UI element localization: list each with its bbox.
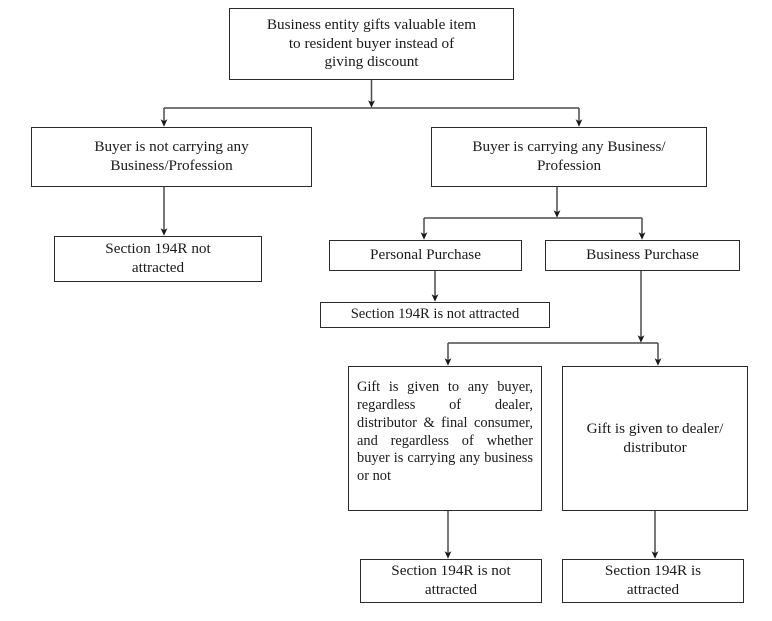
node-section-not-attracted-left-label: Section 194R not attracted (105, 240, 211, 276)
node-section-not-attracted-bottom[interactable]: Section 194R is not attracted (360, 559, 542, 603)
node-section-attracted-bottom[interactable]: Section 194R is attracted (562, 559, 744, 603)
node-section-attracted-bottom-label: Section 194R is attracted (604, 562, 702, 598)
node-gift-to-any-buyer[interactable]: Gift is given to any buyer, regardless o… (348, 366, 542, 511)
node-personal-result-not-attracted[interactable]: Section 194R is not attracted (320, 302, 550, 328)
node-personal-purchase[interactable]: Personal Purchase (329, 240, 522, 271)
node-personal-purchase-label: Personal Purchase (370, 246, 481, 264)
node-business-purchase-label: Business Purchase (586, 246, 699, 264)
node-buyer-has-business-label: Buyer is carrying any Business/ Professi… (472, 138, 666, 174)
node-gift-to-dealer[interactable]: Gift is given to dealer/ distributor (562, 366, 748, 511)
node-gift-to-any-buyer-label: Gift is given to any buyer, regardless o… (357, 379, 533, 485)
node-business-purchase[interactable]: Business Purchase (545, 240, 740, 271)
node-buyer-no-business-label: Buyer is not carrying any Business/Profe… (94, 138, 249, 174)
node-buyer-no-business[interactable]: Buyer is not carrying any Business/Profe… (31, 127, 312, 187)
node-root-label: Business entity gifts valuable item to r… (266, 16, 477, 71)
node-section-not-attracted-left[interactable]: Section 194R not attracted (54, 236, 262, 282)
node-buyer-has-business[interactable]: Buyer is carrying any Business/ Professi… (431, 127, 707, 187)
node-personal-result-not-attracted-label: Section 194R is not attracted (350, 306, 520, 323)
node-gift-to-dealer-label: Gift is given to dealer/ distributor (586, 419, 724, 456)
node-root[interactable]: Business entity gifts valuable item to r… (229, 8, 514, 80)
node-section-not-attracted-bottom-label: Section 194R is not attracted (391, 562, 511, 598)
